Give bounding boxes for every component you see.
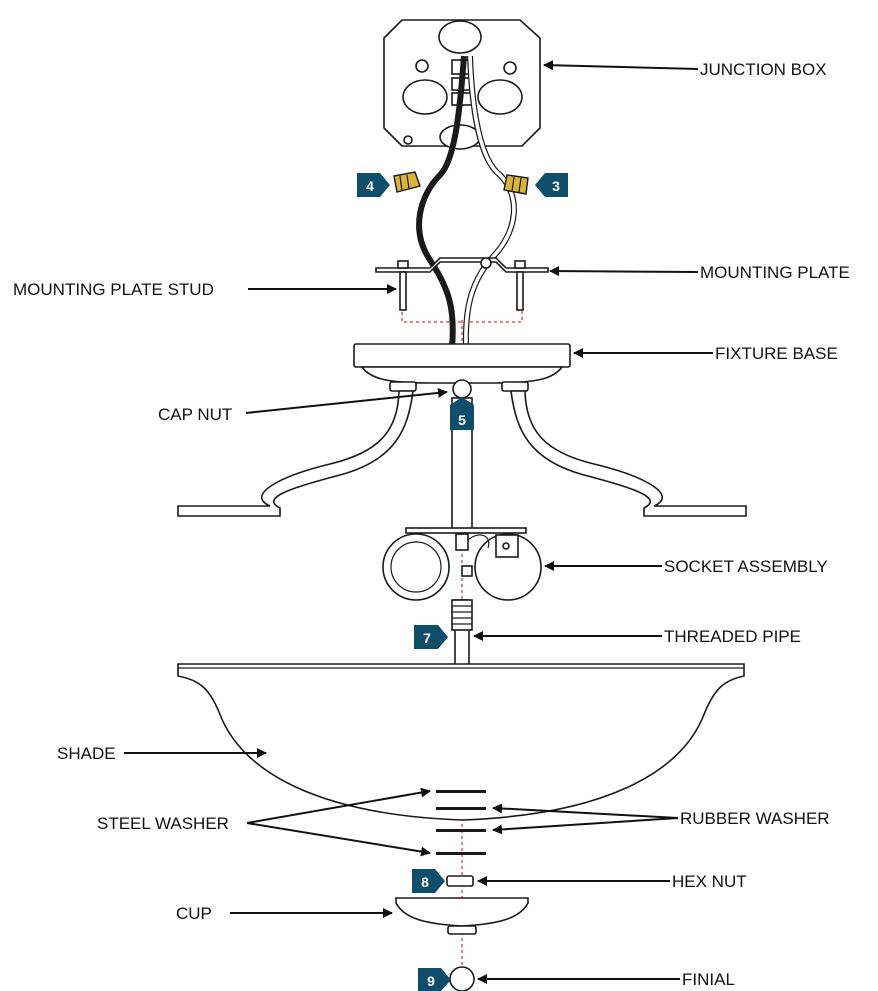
mounting-plate bbox=[375, 257, 549, 311]
hex-nut-label: HEX NUT bbox=[672, 872, 747, 891]
socket-assembly-label: SOCKET ASSEMBLY bbox=[664, 557, 828, 576]
step-badge-4: 4 bbox=[357, 173, 390, 197]
junction-box-leader bbox=[543, 60, 699, 71]
svg-text:3: 3 bbox=[552, 178, 560, 194]
washers bbox=[436, 790, 486, 855]
glass-shade bbox=[177, 663, 745, 821]
steel-washer-leader-bottom bbox=[246, 822, 431, 857]
svg-text:8: 8 bbox=[421, 874, 429, 890]
step-badge-3: 3 bbox=[535, 173, 568, 197]
wires bbox=[416, 55, 517, 349]
stud-alignment-line bbox=[401, 300, 523, 323]
fixture-base bbox=[353, 343, 571, 392]
fixture-base-label: FIXTURE BASE bbox=[715, 344, 838, 363]
steel-washer-label: STEEL WASHER bbox=[97, 814, 229, 833]
cup bbox=[395, 897, 529, 935]
mounting-plate-leader bbox=[549, 266, 699, 277]
rubber-washer-leader-top bbox=[492, 803, 679, 819]
finial bbox=[449, 966, 475, 991]
step-badge-7: 7 bbox=[414, 625, 448, 649]
rubber-washer-bottom bbox=[436, 829, 486, 832]
rubber-washer-label: RUBBER WASHER bbox=[680, 809, 830, 828]
socket-assembly bbox=[382, 527, 542, 601]
step-badge-8: 8 bbox=[412, 869, 445, 893]
step-badge-5: 5 bbox=[450, 397, 474, 430]
cap-nut-leader bbox=[245, 387, 448, 414]
svg-text:7: 7 bbox=[423, 630, 431, 646]
junction-box-label: JUNCTION BOX bbox=[700, 60, 827, 79]
rubber-washer-top bbox=[436, 807, 486, 810]
hex-nut bbox=[446, 875, 474, 887]
threaded-pipe-label: THREADED PIPE bbox=[664, 627, 801, 646]
mounting-plate-label: MOUNTING PLATE bbox=[700, 263, 850, 282]
fixture-arm-right bbox=[510, 390, 747, 517]
svg-text:9: 9 bbox=[427, 973, 435, 989]
steel-washer-leader-top bbox=[246, 787, 431, 824]
finial-label: FINIAL bbox=[682, 970, 735, 989]
wire-nut-left bbox=[393, 171, 421, 193]
cap-nut-label: CAP NUT bbox=[158, 405, 232, 424]
svg-text:5: 5 bbox=[458, 412, 466, 428]
steel-washer-bottom bbox=[436, 852, 486, 855]
cap-nut bbox=[452, 379, 472, 399]
fixture-arm-left bbox=[177, 390, 414, 517]
step-badge-9: 9 bbox=[418, 968, 451, 991]
mounting-plate-stud-label: MOUNTING PLATE STUD bbox=[13, 280, 214, 299]
rubber-washer-leader-bottom bbox=[492, 817, 679, 835]
wire-nut-right bbox=[503, 174, 529, 195]
shade-label: SHADE bbox=[57, 744, 116, 763]
cup-label: CUP bbox=[176, 904, 212, 923]
svg-text:4: 4 bbox=[366, 178, 374, 194]
steel-washer-top bbox=[436, 790, 486, 793]
